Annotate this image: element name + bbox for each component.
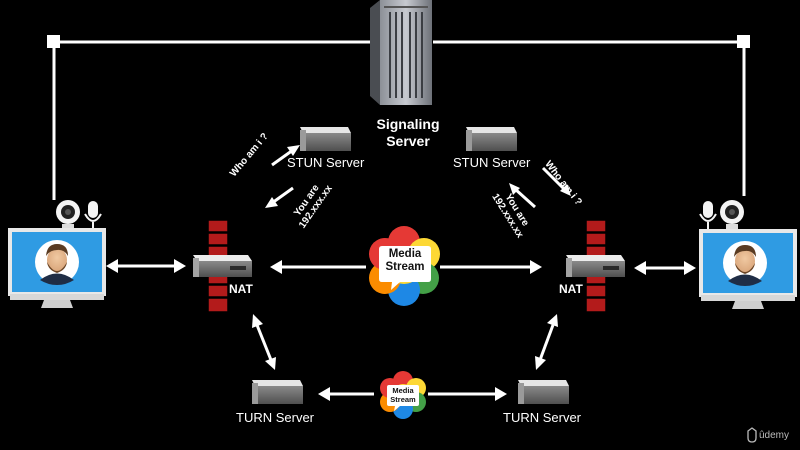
nat-right-icon	[566, 255, 625, 277]
webcam-left-icon	[56, 200, 80, 229]
nat-right-label: NAT	[559, 282, 583, 296]
nat-left-label: NAT	[229, 282, 253, 296]
media-stream-small-line1: Media	[392, 386, 414, 395]
stun-server-right-label: STUN Server	[453, 155, 531, 170]
stun-server-left-icon	[300, 127, 351, 151]
media-stream-large-line1: Media	[388, 248, 422, 260]
connection-arrows	[106, 259, 696, 401]
turn-server-left-label: TURN Server	[236, 410, 315, 425]
stun-server-right-icon	[466, 127, 517, 151]
udemy-logo-icon	[747, 427, 757, 443]
media-stream-large-label: Media Stream	[380, 248, 430, 274]
stun-arrows	[265, 145, 571, 209]
connector-node-left	[47, 35, 60, 48]
connector-node-right	[737, 35, 750, 48]
signaling-server-label-line2: Server	[386, 133, 430, 149]
stun-server-left-label: STUN Server	[287, 155, 365, 170]
webrtc-logo-large-icon	[369, 226, 440, 306]
webcam-right-icon	[720, 200, 744, 229]
media-stream-large-line2: Stream	[385, 261, 425, 274]
brand-label: ûdemy	[759, 430, 790, 441]
turn-server-right-icon	[518, 380, 569, 404]
microphone-left-icon	[84, 201, 102, 229]
signaling-server-label-line1: Signaling	[376, 116, 440, 132]
signaling-server-tower-icon	[370, 0, 432, 105]
turn-server-left-icon	[252, 380, 303, 404]
webrtc-logo-small-icon	[380, 371, 426, 419]
nat-left-icon	[193, 255, 252, 277]
turn-server-right-label: TURN Server	[503, 410, 582, 425]
microphone-right-icon	[699, 201, 717, 229]
media-stream-small-line2: Stream	[390, 394, 416, 404]
avatar-right-icon	[723, 241, 767, 286]
media-stream-small-label: Media Stream	[387, 386, 419, 404]
avatar-left-icon	[35, 240, 79, 285]
signaling-server-label: Signaling Server	[363, 116, 453, 150]
